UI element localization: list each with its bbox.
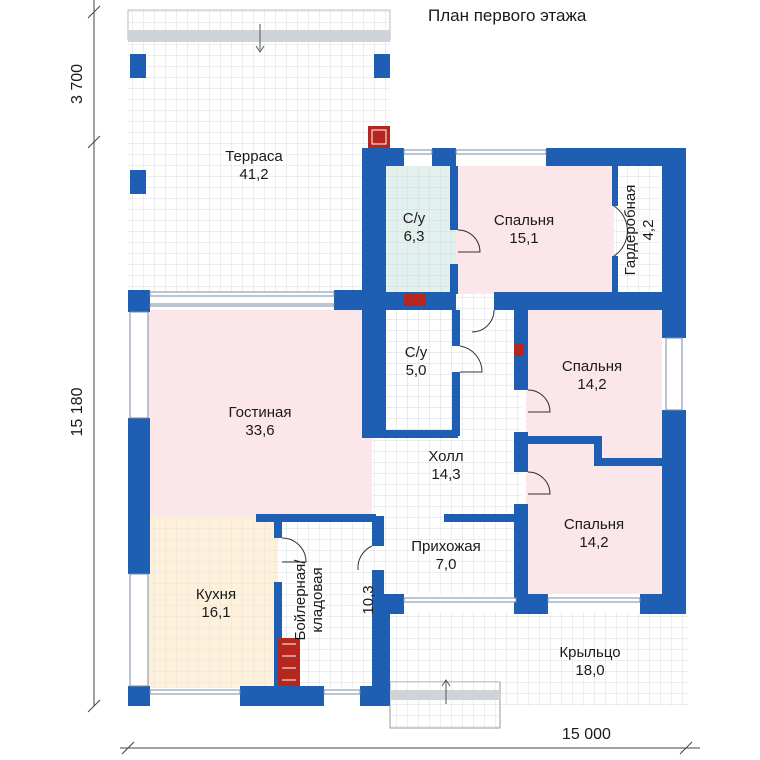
room-name: Кухня xyxy=(195,586,237,603)
room-bath1-label: С/у 6,3 xyxy=(403,210,426,246)
room-bedroom3-label: Спальня 14,2 xyxy=(564,516,624,552)
room-kitchen-label: Кухня 16,1 xyxy=(196,586,236,622)
vent-brick xyxy=(404,294,426,306)
room-area: 18,0 xyxy=(575,662,605,679)
room-area: 14,2 xyxy=(577,376,607,393)
room-name: Холл xyxy=(428,448,464,465)
room-area: 14,3 xyxy=(431,466,461,483)
room-hallway-label: Прихожая 7,0 xyxy=(411,538,481,574)
room-name: Прихожая xyxy=(411,538,481,555)
dim-terrace-height: 3 700 xyxy=(69,63,86,105)
brick-elements xyxy=(278,126,524,686)
porch-steps xyxy=(389,679,501,729)
stove-brick xyxy=(278,638,300,686)
living-floor xyxy=(148,310,372,516)
room-terrace-label: Терраса 41,2 xyxy=(225,148,283,184)
dim-main-height: 15 180 xyxy=(69,387,86,437)
bedroom2-floor xyxy=(526,310,662,458)
room-name: С/у xyxy=(404,344,428,361)
room-porch-label: Крыльцо 18,0 xyxy=(559,644,620,680)
room-name: С/у xyxy=(402,210,426,227)
room-bedroom1-label: Спальня 15,1 xyxy=(494,212,554,248)
room-name: Гостиная xyxy=(228,404,292,421)
room-area: 4,2 xyxy=(640,219,657,241)
room-boiler-label: Бойлерная/ кладовая 10,3 xyxy=(258,560,394,641)
room-name: Терраса xyxy=(225,148,283,165)
door-swings xyxy=(281,205,628,571)
room-area: 16,1 xyxy=(201,604,231,621)
vent-brick-2 xyxy=(514,344,524,356)
terrace-steps xyxy=(127,9,391,53)
room-name: Спальня xyxy=(563,516,625,533)
room-living-label: Гостиная 33,6 xyxy=(229,404,292,440)
room-name: Крыльцо xyxy=(559,644,621,661)
room-name: Спальня xyxy=(493,212,555,229)
room-area: 10,3 xyxy=(360,585,377,615)
walls xyxy=(128,54,686,706)
room-area: 15,1 xyxy=(509,230,539,247)
room-area: 5,0 xyxy=(405,362,427,379)
room-area: 6,3 xyxy=(403,228,425,245)
plan-title: План первого этажа xyxy=(428,6,587,25)
windows xyxy=(129,149,683,695)
bedroom1-floor xyxy=(456,166,614,294)
dim-width: 15 000 xyxy=(562,726,611,743)
tile-grid xyxy=(128,10,688,706)
dimension-lines xyxy=(87,0,700,755)
bedroom3-floor xyxy=(526,444,662,594)
room-bedroom2-label: Спальня 14,2 xyxy=(562,358,622,394)
room-name: Бойлерная/ кладовая xyxy=(292,559,326,641)
chimney-brick xyxy=(368,126,390,148)
room-wardrobe-label: Гардеробная 4,2 xyxy=(622,185,658,276)
room-area: 7,0 xyxy=(435,556,457,573)
room-name: Гардеробная xyxy=(622,184,639,276)
room-hall-label: Холл 14,3 xyxy=(428,448,463,484)
room-bath2-label: С/у 5,0 xyxy=(405,344,428,380)
room-area: 41,2 xyxy=(239,166,269,183)
room-area: 14,2 xyxy=(579,534,609,551)
room-name: Спальня xyxy=(561,358,623,375)
room-area: 33,6 xyxy=(245,422,275,439)
